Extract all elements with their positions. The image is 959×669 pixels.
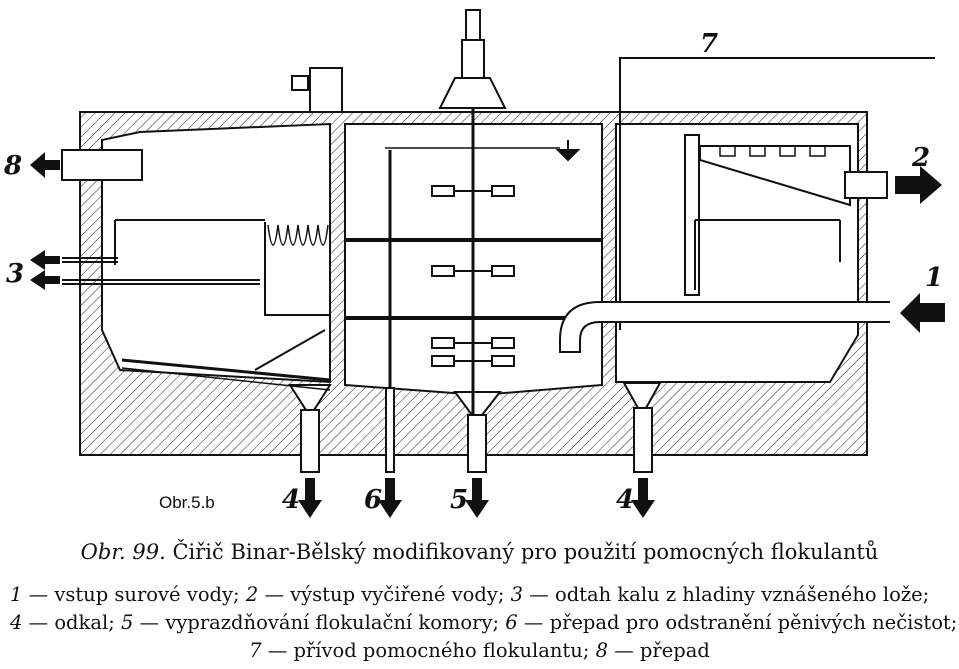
legend-num: 8 <box>595 639 609 662</box>
callout-4b: 4 <box>616 485 634 515</box>
legend-text: — přepad <box>608 639 710 662</box>
arrow-inlet-1 <box>900 293 945 333</box>
flow-arrows <box>30 152 945 518</box>
arrow-outlet-2 <box>895 166 942 204</box>
legend-line-2: 4 — odkal; 5 — vyprazdňování flokulační … <box>0 608 959 638</box>
callout-4a: 4 <box>282 485 300 515</box>
legend-num: 4 <box>10 611 23 634</box>
callout-1: 1 <box>925 263 943 293</box>
internals <box>61 9 935 473</box>
legend-text: — výstup vyčiřené vody; <box>258 583 511 606</box>
legend-num: 1 <box>10 583 23 606</box>
caption-text: Čiřič Binar-Bělský modifikovaný pro použ… <box>165 540 879 564</box>
figure-label: Obr.5.b <box>159 493 215 512</box>
legend-num: 2 <box>245 583 259 606</box>
arrow-down-6 <box>378 478 402 518</box>
legend-num: 7 <box>249 639 262 662</box>
callout-7: 7 <box>700 29 718 59</box>
legend-text: — odkal; <box>22 611 121 634</box>
arrow-sludge-3a <box>30 250 60 270</box>
callout-3: 3 <box>6 259 24 289</box>
legend-num: 6 <box>505 611 518 634</box>
legend-line-3: 7 — přívod pomocného flokulantu; 8 — pře… <box>0 636 959 666</box>
clarifier-diagram: 1 2 3 4 6 5 4 7 8 <box>3 9 945 518</box>
legend-text: — přepad pro odstranění pěnivých nečisto… <box>517 611 958 634</box>
arrow-overflow-8 <box>30 152 60 178</box>
legend-line-1: 1 — vstup surové vody; 2 — výstup vyčiře… <box>0 580 959 610</box>
arrow-down-4b <box>631 478 655 518</box>
legend-text: — přívod pomocného flokulantu; <box>261 639 596 662</box>
arrow-sludge-3b <box>30 270 60 290</box>
arrow-down-4a <box>298 478 322 518</box>
legend-text: — vstup surové vody; <box>22 583 246 606</box>
callout-2: 2 <box>911 143 930 173</box>
legend-num: 5 <box>121 611 134 634</box>
legend-text: — vyprazdňování flokulační komory; <box>133 611 506 634</box>
arrow-down-5 <box>465 478 489 518</box>
callout-6: 6 <box>364 485 382 515</box>
figure-caption: Obr. 99. Čiřič Binar-Bělský modifikovaný… <box>0 540 959 564</box>
callout-8: 8 <box>3 151 22 181</box>
legend-text: — odtah kalu z hladiny vznášeného lože; <box>523 583 930 606</box>
legend-num: 3 <box>510 583 524 606</box>
caption-prefix: Obr. 99. <box>80 540 166 564</box>
callout-5: 5 <box>450 485 468 515</box>
